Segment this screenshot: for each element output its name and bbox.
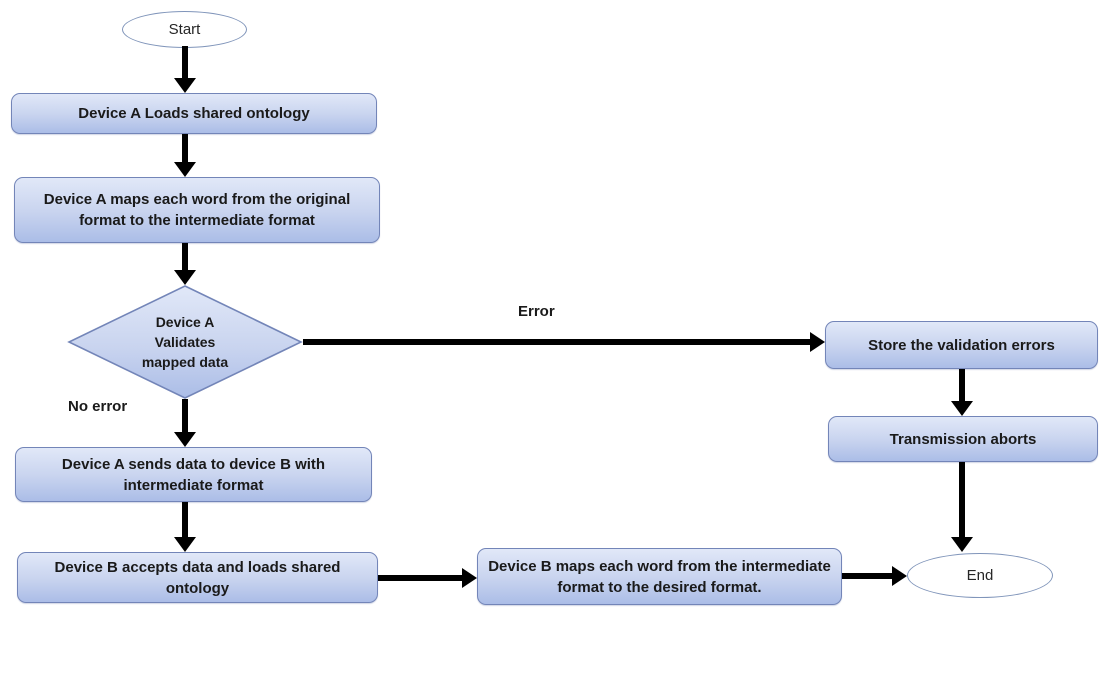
arrow-validate-to-send-shaft bbox=[182, 399, 188, 433]
arrow-map-to-validate-head bbox=[174, 270, 196, 285]
arrow-send-to-accept-head bbox=[174, 537, 196, 552]
terminator-start: Start bbox=[122, 11, 247, 48]
terminator-end-label: End bbox=[966, 567, 994, 584]
arrow-send-to-accept-shaft bbox=[182, 502, 188, 538]
arrow-start-to-load-shaft bbox=[182, 46, 188, 79]
arrow-store-to-aborts-shaft bbox=[959, 369, 965, 402]
process-load-ontology-label: Device A Loads shared ontology bbox=[78, 105, 310, 122]
process-send-data-label: Device A sends data to device B with int… bbox=[61, 455, 326, 494]
arrow-load-to-map-shaft bbox=[182, 134, 188, 163]
terminator-end: End bbox=[907, 553, 1053, 598]
decision-validate-shape bbox=[67, 285, 303, 399]
process-store-errors-label: Store the validation errors bbox=[868, 336, 1055, 354]
arrow-aborts-to-end-head bbox=[951, 537, 973, 552]
arrow-validate-to-store-head bbox=[810, 332, 825, 352]
arrow-store-to-aborts-head bbox=[951, 401, 973, 416]
arrow-validate-to-send-head bbox=[174, 432, 196, 447]
arrow-aborts-to-end-shaft bbox=[959, 462, 965, 538]
arrow-validate-to-store-shaft bbox=[303, 339, 810, 345]
process-transmission-aborts-label: Transmission aborts bbox=[889, 430, 1037, 448]
arrow-accept-to-mapb-head bbox=[462, 568, 477, 588]
arrow-map-to-validate-shaft bbox=[182, 243, 188, 271]
arrow-accept-to-mapb-shaft bbox=[378, 575, 462, 581]
decision-validate-label: Device A Validates mapped data bbox=[141, 313, 229, 371]
arrow-mapb-to-end-head bbox=[892, 566, 907, 586]
process-send-data: Device A sends data to device B with int… bbox=[15, 447, 372, 502]
arrow-mapb-to-end-shaft bbox=[842, 573, 892, 579]
process-map-intermediate: Device B maps each word from the interme… bbox=[477, 548, 842, 605]
terminator-start-label: Start bbox=[168, 21, 201, 38]
edge-label-error: Error bbox=[518, 303, 555, 320]
arrow-start-to-load-head bbox=[174, 78, 196, 93]
process-accept-data-label: Device B accepts data and loads shared o… bbox=[54, 558, 341, 597]
process-map-intermediate-label: Device B maps each word from the interme… bbox=[488, 557, 831, 596]
process-store-errors: Store the validation errors bbox=[825, 321, 1098, 369]
process-transmission-aborts: Transmission aborts bbox=[828, 416, 1098, 462]
process-load-ontology: Device A Loads shared ontology bbox=[11, 93, 377, 134]
edge-label-no-error: No error bbox=[68, 398, 128, 415]
arrow-load-to-map-head bbox=[174, 162, 196, 177]
process-accept-data: Device B accepts data and loads shared o… bbox=[17, 552, 378, 603]
process-map-original-label: Device A maps each word from the origina… bbox=[43, 191, 351, 229]
process-map-original: Device A maps each word from the origina… bbox=[14, 177, 380, 243]
